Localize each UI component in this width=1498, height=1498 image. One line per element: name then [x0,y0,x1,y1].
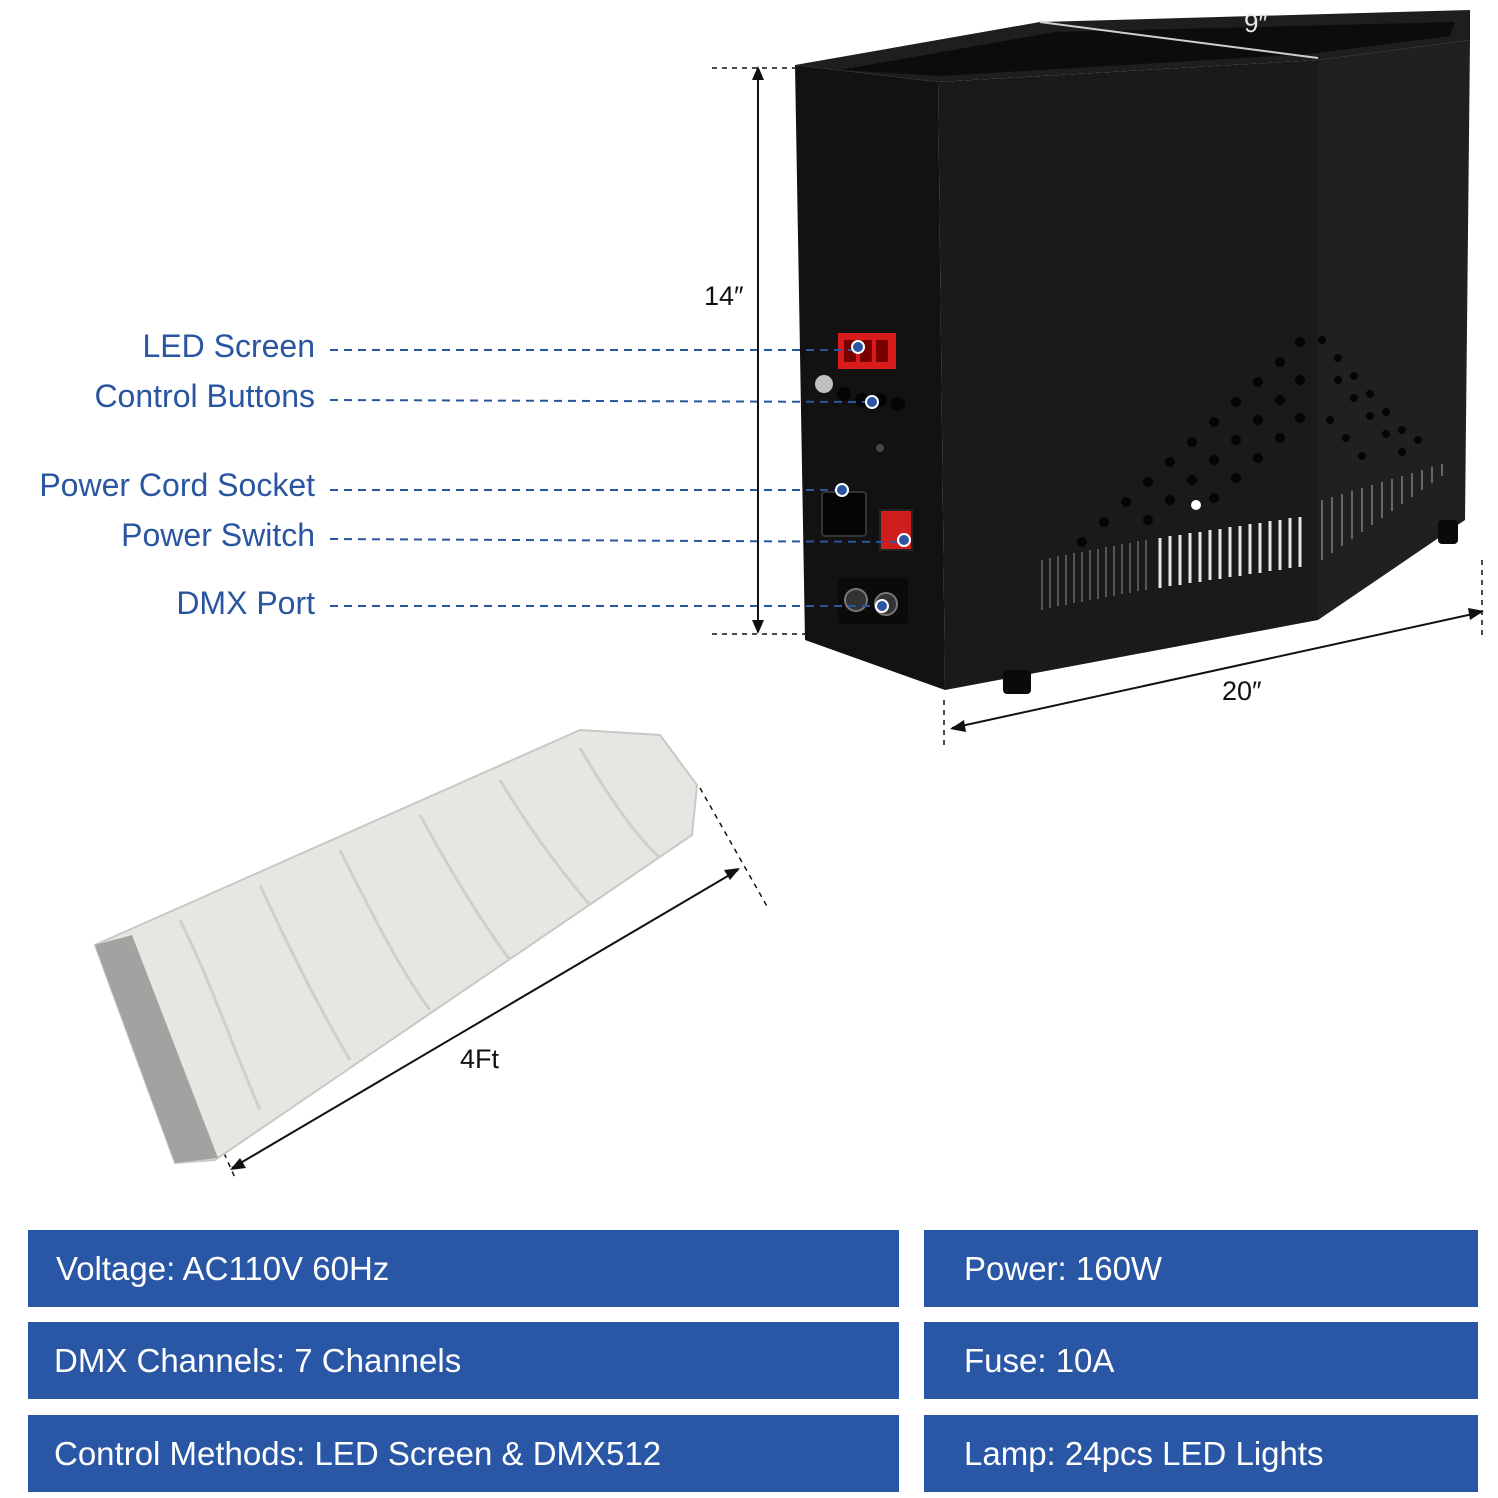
callout-dots [835,340,911,613]
vent-grille [1041,540,1147,610]
power-switch [879,509,913,551]
vent-grille-angled [1321,464,1443,560]
power-cord-socket [821,491,867,537]
spec-control-methods-text: Control Methods: LED Screen & DMX512 [54,1434,662,1472]
spec-lamp-text: Lamp: 24pcs LED Lights [964,1434,1324,1472]
device-front-face [938,60,1318,690]
speaker-grille [815,375,833,393]
callout-power-switch: Power Switch [121,517,315,553]
spec-power-text: Power: 160W [964,1249,1163,1287]
spec-voltage-text: Voltage: AC110V 60Hz [56,1249,390,1287]
spec-control-methods: Control Methods: LED Screen & DMX512 [28,1415,899,1492]
silk-length-label: 4Ft [460,1044,500,1074]
perforation-holes [1077,336,1422,547]
device-foot [1438,520,1458,544]
perforation-lit [1191,500,1201,510]
dmx-port-in [844,588,868,612]
callout-power-cord-socket: Power Cord Socket [39,467,315,503]
callout-led-screen: LED Screen [142,328,315,364]
device-foot [1003,670,1031,694]
spec-fuse-text: Fuse: 10A [964,1341,1115,1379]
spec-dmx-channels-text: DMX Channels: 7 Channels [54,1341,462,1379]
silk-fabric-hem [95,935,218,1163]
height-label: 14″ [704,281,744,311]
silk-fabric [93,728,699,1165]
callout-dmx-port: DMX Port [176,585,315,621]
dimension-arrowheads [230,66,1484,1170]
silk-folds [178,747,662,1111]
spec-dmx-channels: DMX Channels: 7 Channels [28,1322,899,1399]
screw [876,444,884,452]
callout-lines [329,349,903,607]
spec-voltage: Voltage: AC110V 60Hz [28,1230,899,1307]
device-top-inner [840,22,1455,76]
depth-label: 9″ [1244,8,1268,38]
callout-control-buttons: Control Buttons [94,378,315,414]
spec-lamp: Lamp: 24pcs LED Lights [924,1415,1478,1492]
depth-dimension-line [1039,21,1319,59]
vent-grille-lit [1158,517,1302,588]
spec-power: Power: 160W [924,1230,1478,1307]
dimension-guides [215,67,1483,1181]
dimension-lines [231,68,1483,1169]
spec-fuse: Fuse: 10A [924,1322,1478,1399]
width-label: 20″ [1222,676,1262,706]
